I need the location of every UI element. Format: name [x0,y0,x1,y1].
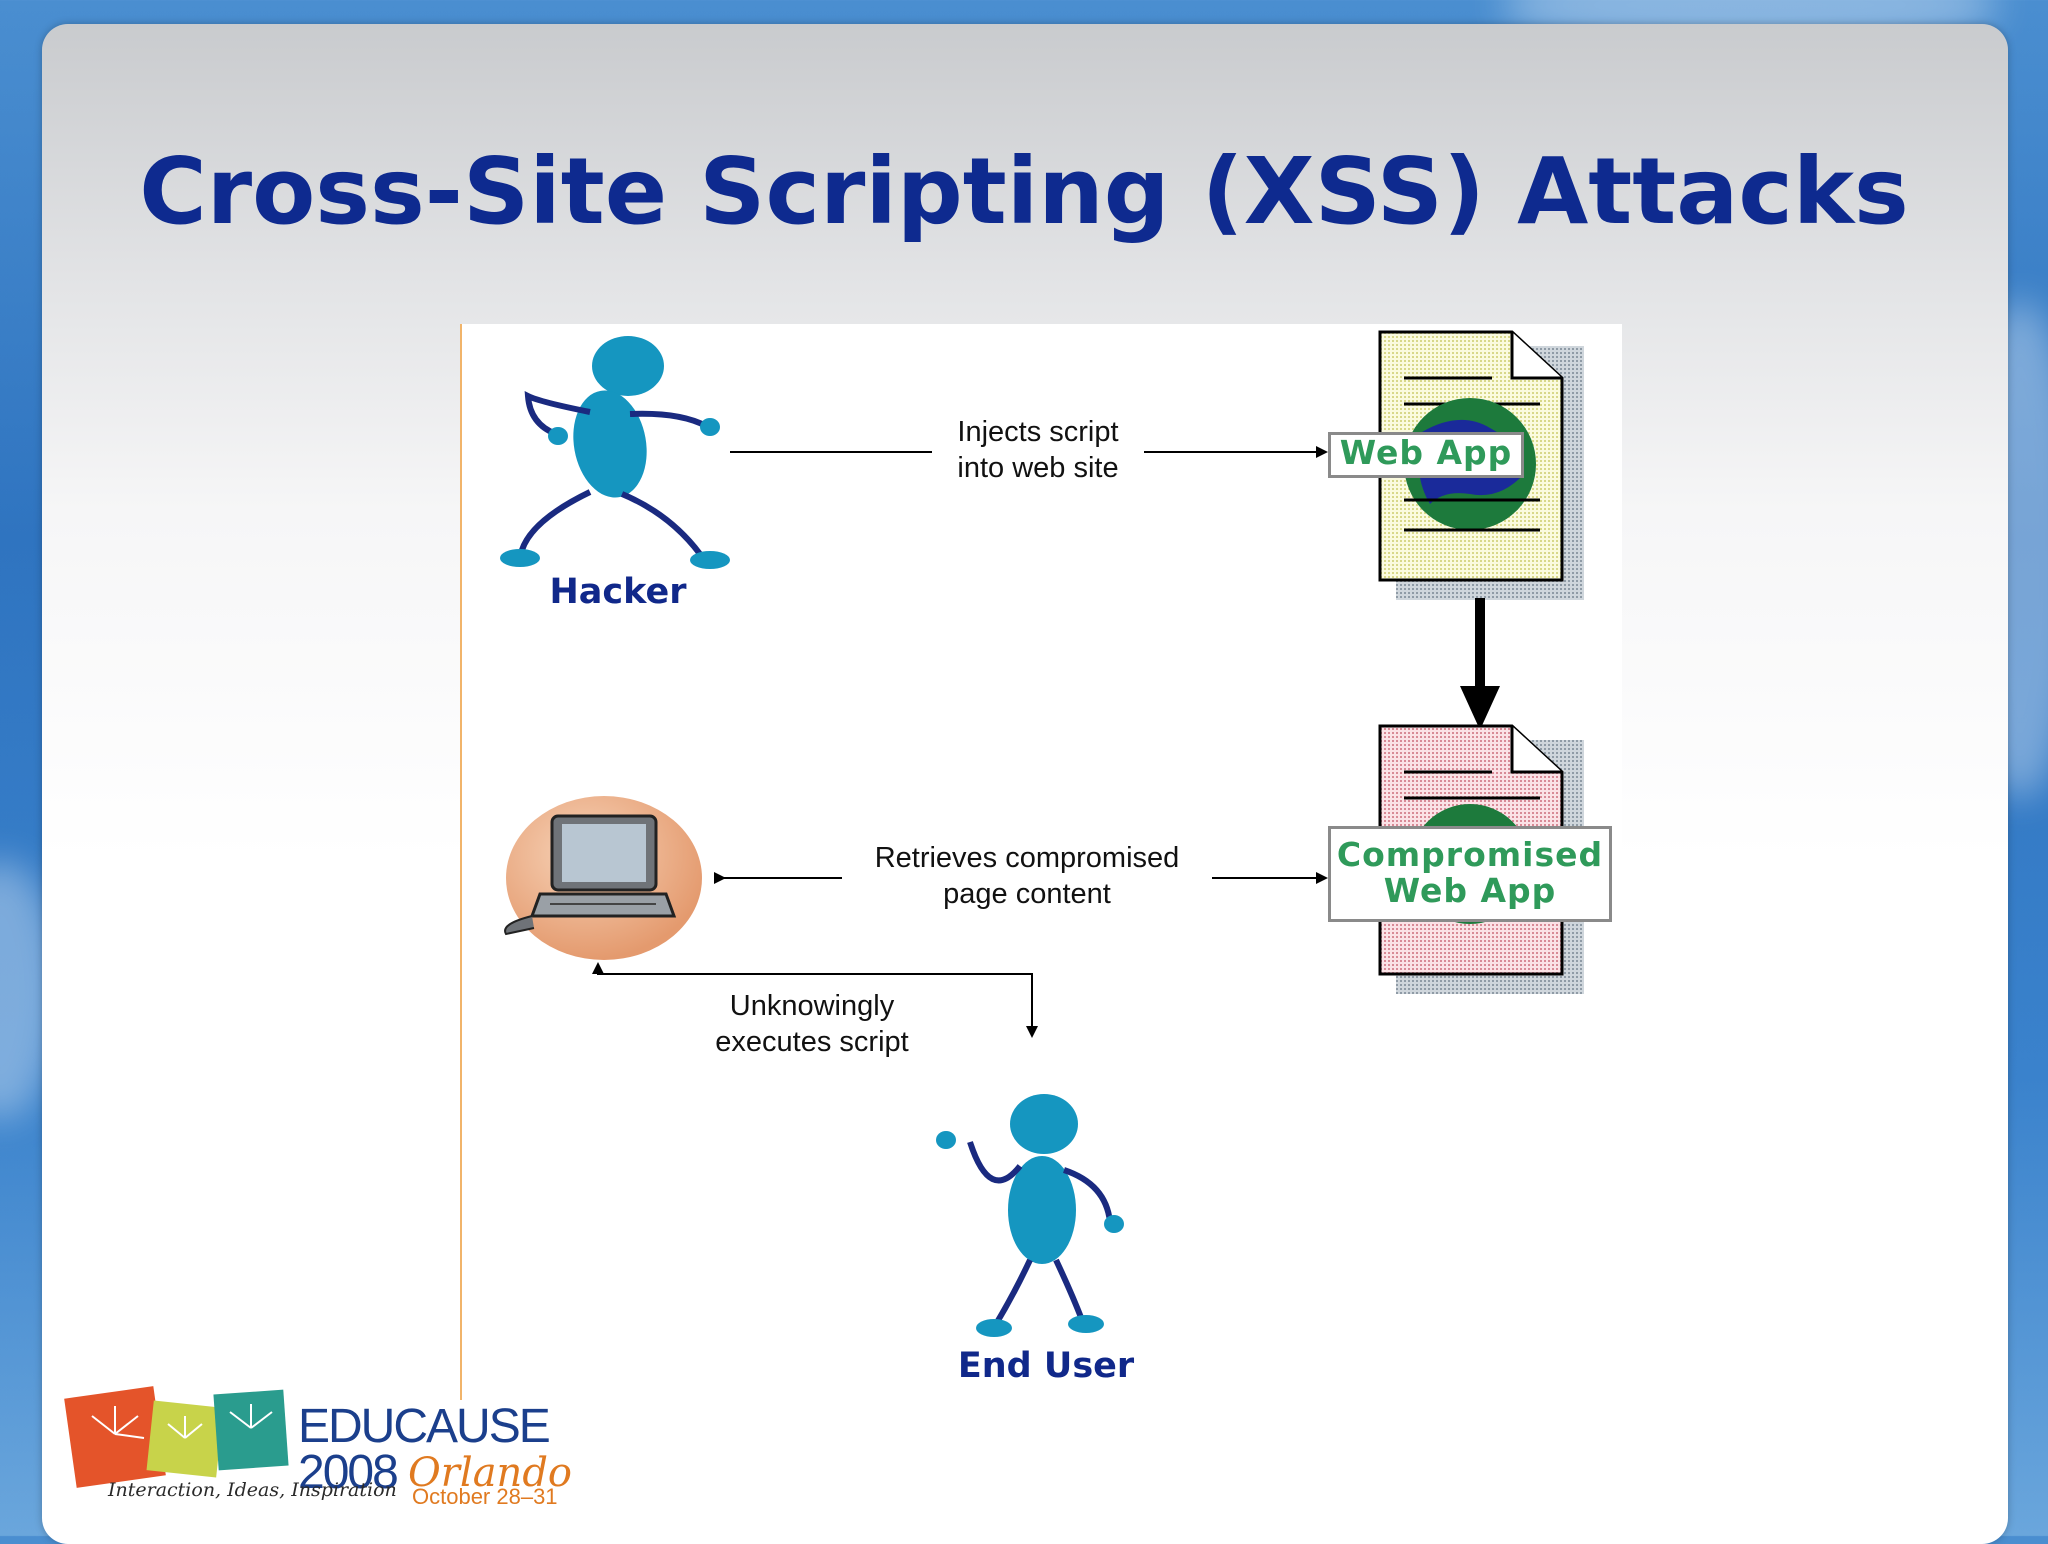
xss-diagram: Web App Compromised Web App Injects scri… [460,324,1622,1424]
slide-title: Cross-Site Scripting (XSS) Attacks [139,138,1909,245]
logo-squares-icon [64,1386,289,1488]
logo-city: Orlando [408,1450,573,1496]
logo-brand-name: EDUCAUSE [298,1400,551,1453]
logo-tagline: Interaction, Ideas, Inspiration [108,1479,397,1501]
logo-dates: October 28–31 [412,1484,558,1509]
hacker-label: Hacker [549,572,687,612]
laptop-icon [504,796,702,960]
logo-brand: EDUCAUSE 2008 [298,1403,551,1499]
retrieve-label: Retrieves compromised page content [842,840,1212,912]
end-user-icon [936,1094,1124,1337]
educause-logo: EDUCAUSE 2008 Orlando October 28–31 Inte… [60,1384,580,1534]
logo-year: 2008 [298,1446,399,1499]
execute-label: Unknowingly executes script [696,988,928,1060]
hacker-icon [500,336,730,569]
diagram-divider [460,324,462,1400]
web-app-label: Web App [1328,432,1524,478]
compromised-web-app-label: Compromised Web App [1328,826,1612,922]
end-user-label: End User [957,1346,1135,1386]
inject-label: Injects script into web site [932,414,1144,486]
